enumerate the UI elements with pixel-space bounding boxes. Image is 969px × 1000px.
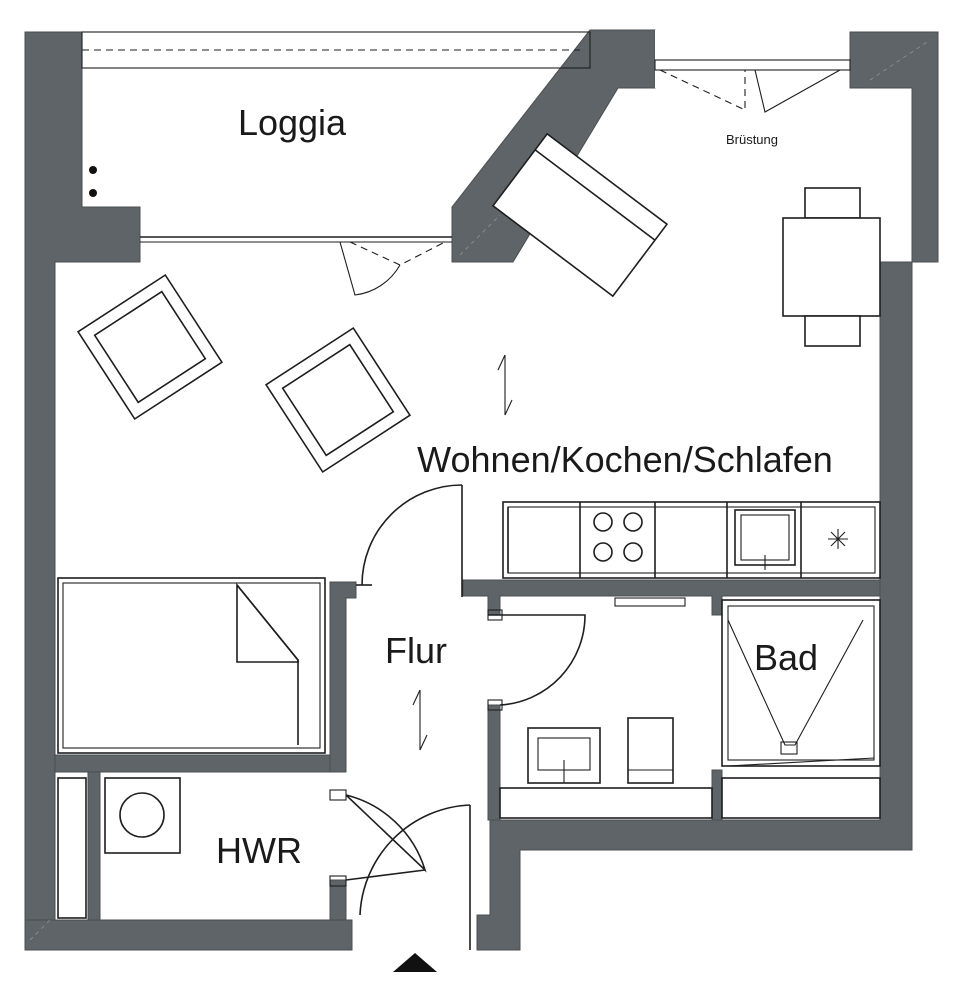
armchair-left: [76, 273, 224, 421]
wall-kitchen-bath: [462, 579, 881, 616]
sofa: [491, 132, 669, 298]
living-furniture: [76, 132, 881, 474]
kitchen: [502, 501, 881, 579]
wall-utility-top: [54, 754, 331, 773]
hall-direction-arrow-head: [412, 689, 421, 706]
wall-hatch: [459, 214, 501, 256]
bath-door-swing[interactable]: [488, 614, 586, 706]
loggia-door-swing-dash: [349, 241, 446, 266]
kitchen-counter-inner: [507, 506, 876, 574]
utility-door-swing[interactable]: [345, 794, 427, 873]
window-top-right: [654, 59, 851, 113]
dining-chair-bottom: [804, 315, 861, 347]
bath-vent: [614, 597, 686, 607]
direction-arrow-head: [497, 354, 506, 371]
window-swing-left: [659, 69, 746, 111]
utility-room: [57, 777, 181, 919]
drain-dot: [89, 189, 97, 197]
direction-arrow: [504, 355, 513, 416]
room-label-bathroom: Bad: [754, 637, 818, 678]
armchair-right: [264, 326, 412, 474]
annotation-parapet: Brüstung: [726, 132, 778, 147]
bath-counter: [499, 787, 713, 819]
washing-machine-icon: [104, 777, 181, 854]
utility-shelf: [57, 777, 87, 919]
wall-right: [476, 261, 913, 951]
room-label-living: Wohnen/Kochen/Schlafen: [417, 439, 833, 480]
hallway: [329, 609, 586, 950]
washbasin: [527, 727, 601, 784]
drain-dot: [89, 166, 97, 174]
wall-utility-inner: [87, 771, 101, 921]
room-label-loggia: Loggia: [238, 102, 347, 143]
sink-icon: [734, 509, 796, 570]
living-door[interactable]: [356, 484, 463, 597]
wall-hall-left: [329, 581, 357, 773]
bath-shelf: [721, 777, 881, 819]
room-label-utility: HWR: [216, 830, 302, 871]
wall-top-right: [655, 30, 850, 88]
entrance-arrow-icon: [393, 953, 437, 972]
fridge-icon: [828, 529, 848, 549]
wall-hall-right: [487, 704, 501, 821]
bathroom: [499, 597, 881, 819]
hall-direction-arrow: [419, 690, 428, 751]
stove-icon: [593, 512, 643, 562]
dining-table: [782, 217, 881, 317]
shower: [721, 599, 881, 767]
dining-chair-top: [804, 187, 861, 219]
wall-hall-left-lower: [329, 879, 347, 921]
wall-bottom-left: [24, 919, 353, 951]
window-frame: [654, 59, 851, 71]
loggia-door-swing[interactable]: [339, 241, 401, 296]
entry-door-swing: [359, 804, 471, 916]
wall-bath-left: [711, 769, 723, 821]
bed: [57, 577, 326, 754]
toilet: [627, 717, 674, 784]
window-swing-right: [754, 69, 841, 113]
kitchen-counter: [502, 501, 881, 579]
room-label-hallway: Flur: [385, 630, 447, 671]
loggia-area: [81, 31, 591, 296]
